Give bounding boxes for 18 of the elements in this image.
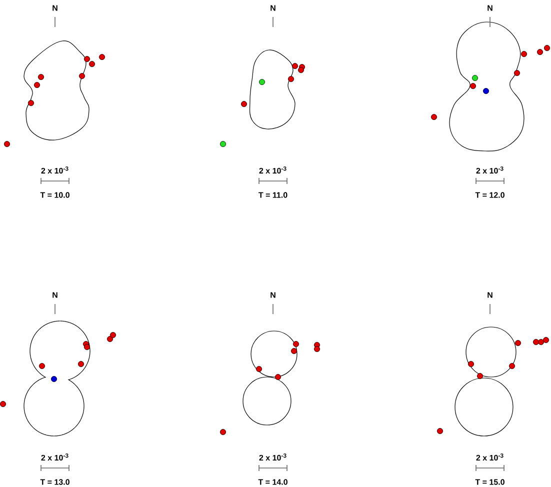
time-label: T = 12.0 (475, 192, 504, 198)
north-label: N (488, 292, 492, 298)
scale-label: 2 x 10$^{-3}$ (259, 453, 286, 461)
time-label: T = 14.0 (258, 479, 288, 485)
scale-label: 2 x 10$^{-3}$ (476, 453, 504, 461)
time-label: T = 11.0 (258, 192, 288, 198)
time-label: T = 13.0 (40, 479, 70, 485)
north-label: N (270, 5, 276, 11)
north-label: N (488, 5, 492, 11)
scale-label: 2 x 10$^{-3}$ (41, 166, 68, 174)
scale-label: 2 x 10$^{-3}$ (41, 453, 68, 461)
north-label: N (270, 292, 276, 298)
time-label: T = 10.0 (40, 192, 70, 198)
scale-label: 2 x 10$^{-3}$ (259, 166, 286, 174)
scale-label: 2 x 10$^{-3}$ (476, 166, 504, 174)
north-label: N (52, 292, 58, 298)
north-label: N (52, 5, 58, 11)
time-label: T = 15.0 (475, 479, 504, 485)
